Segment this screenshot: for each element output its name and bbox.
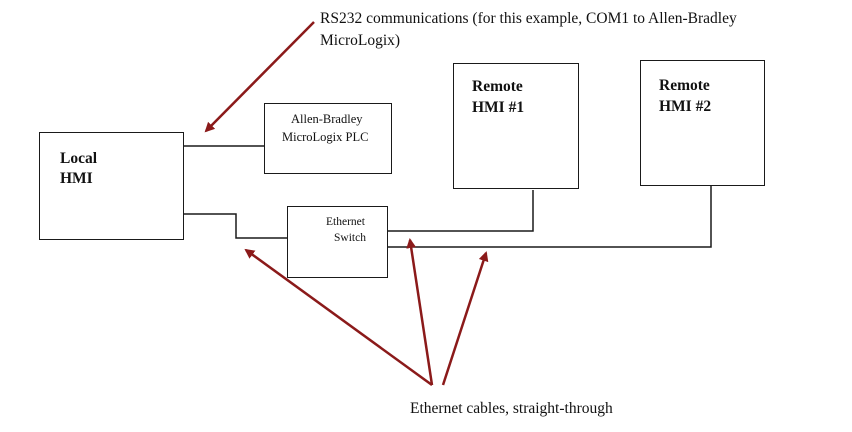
remote-hmi-2-label-line2: HMI #2 bbox=[659, 98, 712, 115]
plc-label-line2: MicroLogix PLC bbox=[282, 130, 369, 144]
plc-label-line1: Allen-Bradley bbox=[291, 112, 363, 126]
remote-hmi-1-label-line2: HMI #1 bbox=[472, 99, 525, 116]
local-hmi-label-line2: HMI bbox=[60, 170, 93, 187]
switch-label-line2: Switch bbox=[334, 232, 366, 244]
ethernet-pointer-arrow-1 bbox=[244, 248, 433, 387]
local-hmi-box: Local HMI bbox=[39, 132, 184, 240]
remote-hmi-1-box: Remote HMI #1 bbox=[453, 63, 579, 189]
ethernet-pointer-arrow-3 bbox=[441, 251, 489, 386]
remote-hmi-1-label-line1: Remote bbox=[472, 78, 523, 95]
local-hmi-label-line1: Local bbox=[60, 150, 98, 167]
ethernet-switch-box: Ethernet Switch bbox=[287, 206, 388, 278]
ethernet-cables-caption: Ethernet cables, straight-through bbox=[410, 400, 613, 417]
ethernet-cable-switch-to-remote-2 bbox=[387, 186, 712, 248]
rs232-pointer-arrow bbox=[204, 21, 315, 133]
rs232-caption-line2: MicroLogix) bbox=[320, 32, 401, 49]
rs232-caption-line1: RS232 communications (for this example, … bbox=[320, 10, 737, 27]
plc-box: Allen-Bradley MicroLogix PLC bbox=[264, 103, 392, 174]
remote-hmi-2-label-line1: Remote bbox=[659, 77, 710, 94]
ethernet-pointer-arrow-2 bbox=[406, 238, 434, 386]
ethernet-cable-local-to-switch bbox=[183, 213, 287, 239]
switch-label-line1: Ethernet bbox=[326, 216, 365, 228]
remote-hmi-2-box: Remote HMI #2 bbox=[640, 60, 765, 186]
ethernet-cable-switch-to-remote-1 bbox=[387, 190, 534, 232]
